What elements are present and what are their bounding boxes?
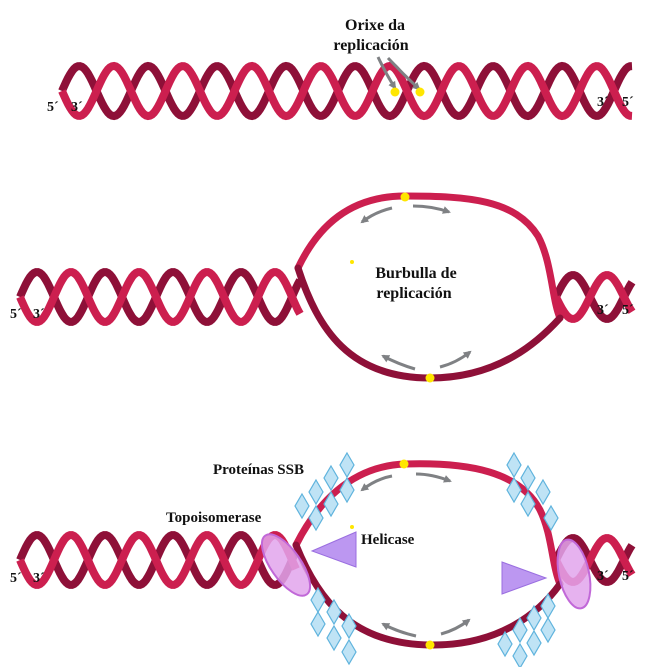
strand-end-3-right: 3´ bbox=[597, 303, 609, 318]
dna-strand-light bbox=[552, 271, 636, 323]
fork-arrow-left bbox=[360, 206, 393, 224]
helicase-icon bbox=[501, 561, 548, 595]
ssb-protein-icon bbox=[497, 630, 513, 658]
helicase-icon bbox=[310, 531, 357, 568]
topoisomerase-label: Topoisomerase bbox=[166, 510, 262, 526]
bubble-label-line1: Burbulla de bbox=[375, 265, 456, 282]
ssb-protein-icon bbox=[326, 624, 342, 652]
ssb-protein-icon bbox=[339, 476, 355, 504]
origin-dot bbox=[425, 640, 435, 650]
ssb-protein-icon bbox=[512, 642, 528, 667]
ssb-protein-icon bbox=[341, 612, 357, 640]
ssb-protein-icon bbox=[506, 476, 522, 504]
ssb-protein-icon bbox=[341, 638, 357, 666]
ssb-label: Proteínas SSB bbox=[213, 462, 304, 478]
ssb-protein-icon bbox=[506, 451, 522, 479]
fork-arrow-left bbox=[381, 354, 416, 371]
strand-end-3-left: 3´ bbox=[33, 307, 45, 322]
ssb-protein-icon bbox=[520, 464, 536, 492]
dna-strand-dark bbox=[58, 61, 633, 121]
fork-arrow-left bbox=[381, 622, 417, 638]
strand-end-5-left: 5´ bbox=[10, 571, 22, 586]
origin-dot bbox=[399, 459, 409, 469]
origin-dot bbox=[415, 87, 425, 97]
strand-end-3-left: 3´ bbox=[71, 100, 83, 115]
strand-end-3-right: 3´ bbox=[597, 95, 609, 110]
bubble-label-line2: replicación bbox=[376, 285, 451, 302]
origin-dot-small bbox=[350, 260, 354, 264]
fork-arrow-right bbox=[415, 472, 452, 483]
ssb-protein-icon bbox=[308, 504, 324, 532]
topoisomerase-icon bbox=[556, 538, 592, 610]
fork-arrow-right bbox=[439, 350, 472, 369]
ssb-protein-icon bbox=[543, 504, 559, 532]
dna-strand-light bbox=[16, 268, 304, 326]
dna-strand-light bbox=[16, 531, 300, 589]
fork-arrow-right bbox=[440, 618, 471, 636]
ssb-protein-icon bbox=[526, 629, 542, 657]
origin-label-line2: replicación bbox=[333, 37, 408, 54]
strand-end-3-right: 3´ bbox=[597, 569, 609, 584]
fork-arrow-left bbox=[360, 474, 393, 492]
origin-dot-small bbox=[350, 525, 354, 529]
topoisomerase-icon bbox=[260, 533, 312, 597]
ssb-protein-icon bbox=[308, 478, 324, 506]
dna-double-helix-right bbox=[552, 271, 636, 323]
ssb-protein-icon bbox=[339, 451, 355, 479]
strand-end-3-left: 3´ bbox=[33, 571, 45, 586]
origin-arrows bbox=[376, 56, 421, 91]
dna-double-helix-left bbox=[16, 268, 304, 326]
dna-double-helix-left bbox=[16, 531, 300, 589]
origin-dot bbox=[390, 87, 400, 97]
strand-end-5-left: 5´ bbox=[10, 307, 22, 322]
dna-strand-dark bbox=[16, 268, 304, 326]
ssb-protein-icon bbox=[310, 610, 326, 638]
ssb-protein-icon bbox=[326, 598, 342, 626]
ssb-protein-icon bbox=[323, 490, 339, 518]
ssb-protein-icon bbox=[294, 492, 310, 520]
bubble-top-strand bbox=[294, 192, 564, 322]
ssb-protein-icon bbox=[520, 490, 536, 518]
ssb-protein-icon bbox=[535, 478, 551, 506]
panel-bubble: Burbulla de replicación 5´ 3´ 3´ 5´ bbox=[10, 192, 636, 383]
ssb-protein-icon bbox=[540, 616, 556, 644]
dna-double-helix bbox=[58, 61, 633, 121]
origin-dot bbox=[425, 373, 435, 383]
panel-origin: Orixe da replicación 5´ 3´ 3´ 5´ bbox=[47, 17, 634, 121]
origin-label-line1: Orixe da bbox=[345, 17, 405, 34]
strand-end-5-right: 5´ bbox=[622, 569, 634, 584]
ssb-protein-group bbox=[294, 451, 559, 667]
ssb-protein-icon bbox=[323, 464, 339, 492]
strand-end-5-right: 5´ bbox=[622, 303, 634, 318]
strand-end-5-left: 5´ bbox=[47, 100, 59, 115]
dna-strand-dark bbox=[552, 271, 636, 323]
ssb-protein-icon bbox=[512, 616, 528, 644]
fork-arrow-right bbox=[412, 204, 451, 214]
dna-strand-light bbox=[58, 61, 633, 121]
origin-dot bbox=[400, 192, 410, 202]
strand-end-5-right: 5´ bbox=[622, 95, 634, 110]
helicase-label: Helicase bbox=[361, 532, 415, 548]
panel-enzymes: Proteínas SSB Topoisomerase Helicase 5´ … bbox=[10, 451, 636, 667]
